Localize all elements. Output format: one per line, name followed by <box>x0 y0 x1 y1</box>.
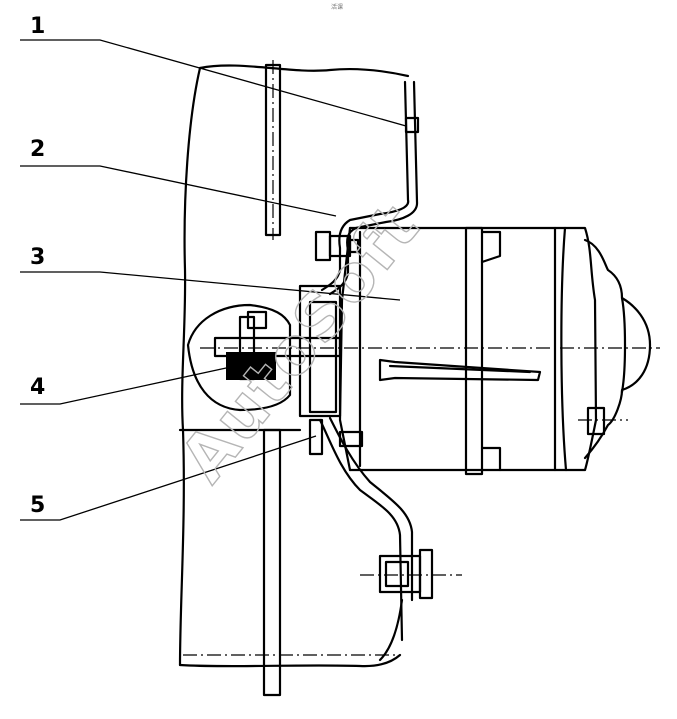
lower-stud <box>262 428 282 697</box>
leader-lines <box>20 39 407 521</box>
callout-1: 1 <box>30 14 45 39</box>
top-mark: 活课 <box>331 3 343 11</box>
callout-3: 3 <box>30 245 45 270</box>
engine-block <box>178 64 410 668</box>
lower-bracket-bolt <box>308 418 364 456</box>
alternator-housing <box>338 226 652 476</box>
callout-4: 4 <box>30 375 45 400</box>
callout-2: 2 <box>30 137 45 162</box>
callout-5: 5 <box>30 493 45 518</box>
upper-bracket-bolt <box>314 230 360 262</box>
watermark-text: AutoSoft <box>167 190 435 496</box>
upper-stud <box>264 60 282 240</box>
adjusting-bolt <box>360 548 462 600</box>
mounting-bracket <box>318 80 420 662</box>
pivot-assembly <box>186 284 660 418</box>
